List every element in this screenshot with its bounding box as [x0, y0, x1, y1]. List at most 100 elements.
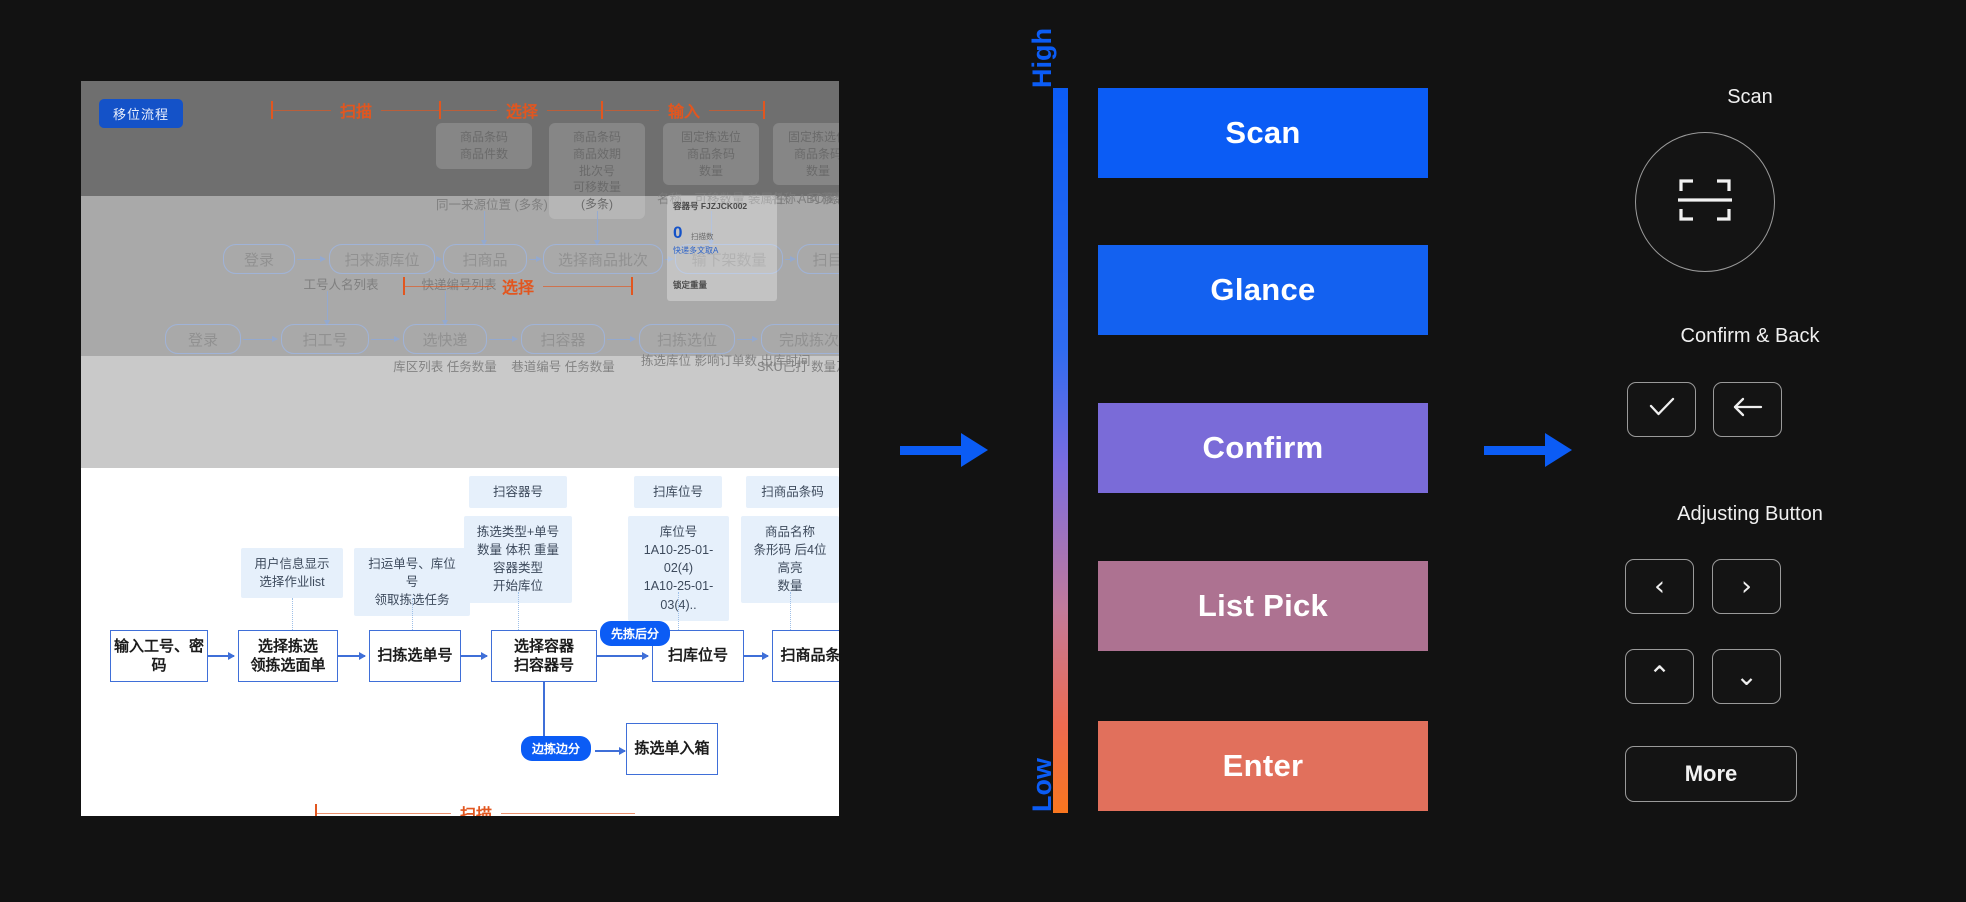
ruler-dash [605, 109, 659, 111]
legend-group-confirm-back: Confirm & Back [1595, 325, 1905, 348]
inline-card-count: 0 [673, 223, 683, 242]
ghost-node: 登录 [165, 324, 241, 354]
ghost-arrow [489, 334, 518, 344]
adjust-up-button[interactable]: ⌃ [1625, 649, 1694, 704]
ruler-tick [439, 101, 442, 119]
ghost-arrow [371, 334, 400, 344]
process-tag-badge: 移位流程 [99, 99, 184, 128]
flow-dotted-connector [678, 592, 679, 630]
ghost-node: 扫商品 [443, 244, 527, 274]
priority-item-enter[interactable]: Enter [1098, 721, 1428, 811]
faded-band-lower [81, 356, 839, 468]
flow-badge-first-pick: 先拣后分 [600, 621, 671, 646]
more-button[interactable]: More [1625, 746, 1797, 802]
scan-button[interactable] [1635, 132, 1775, 272]
flow-box: 扫拣选单号 [369, 630, 461, 682]
adjust-left-button[interactable]: ‹ [1625, 559, 1694, 614]
flow-dotted-connector [518, 592, 519, 630]
flow-branch-line [543, 682, 545, 748]
flowchart-screenshot-panel: 移位流程 扫描 选择 输入 商品条码 商品件数 商品条码 商品效期 批次号 可移… [81, 81, 839, 816]
priority-item-list-pick[interactable]: List Pick [1098, 561, 1428, 651]
ghost-arrow [785, 254, 796, 264]
check-icon [1649, 397, 1675, 422]
flow-dotted-connector [790, 592, 791, 630]
adjust-right-button[interactable]: › [1712, 559, 1781, 614]
ruler-dash [543, 285, 632, 287]
flow-note: 扫库位号 [634, 476, 722, 509]
ruler-dash [405, 285, 493, 287]
chevron-up-icon: ⌃ [1648, 661, 1671, 692]
ghost-node: 扫目标库位 [797, 244, 839, 274]
ghost-node: 扫容器 [521, 324, 605, 354]
legend-title-adjusting-button: Adjusting Button [1677, 503, 1823, 525]
flow-box: 选择容器 扫容器号 [491, 630, 597, 682]
phase-ruler-bottom-scan: 扫描 [315, 804, 636, 816]
scan-frame-icon [1677, 175, 1733, 230]
ruler-dash [317, 812, 451, 814]
ghost-arrow [529, 254, 542, 264]
ghost-inline-card: 容器号 FJZJCK002 0 扫描数 快递多文取A 锁定重量 [667, 195, 777, 301]
adjust-down-button[interactable]: ⌄ [1712, 649, 1781, 704]
ruler-dash [443, 109, 497, 111]
ghost-chip: 商品条码 商品效期 批次号 可移数量 (多条) [549, 123, 645, 219]
ghost-down-arrow [592, 211, 602, 246]
ghost-node: 输下架数量 [675, 244, 783, 274]
ghost-note: 拣选库位 影响订单数 出库时间 [641, 354, 811, 368]
ghost-down-arrow [440, 291, 450, 326]
ghost-node: 扫工号 [281, 324, 369, 354]
phase-ruler-select: 选择 [443, 101, 604, 121]
flow-arrow-center-to-right [1484, 433, 1572, 467]
faded-band-middle [81, 196, 839, 356]
priority-gradient-bar [1053, 88, 1068, 813]
chevron-right-icon: › [1741, 571, 1752, 602]
phase-label-enter: 输入 [668, 104, 701, 121]
confirm-button[interactable] [1627, 382, 1696, 437]
phase-label-mid-select: 选择 [502, 280, 535, 297]
ghost-node: 选择商品批次 [543, 244, 663, 274]
flow-arrow [744, 652, 769, 659]
inline-card-line3: 锁定重量 [673, 280, 708, 290]
faded-band-top [81, 81, 839, 196]
priority-item-glance[interactable]: Glance [1098, 245, 1428, 335]
flow-arrow [597, 652, 649, 659]
priority-label-low: Low [1027, 758, 1057, 812]
ghost-chip: 商品条码 商品件数 [436, 123, 532, 169]
ghost-arrow [297, 254, 326, 264]
ruler-tick [271, 101, 273, 119]
flow-note: 用户信息显示 选择作业list [241, 548, 343, 599]
legend-group-scan: Scan [1595, 86, 1905, 109]
flow-box: 拣选单入箱 [626, 723, 718, 775]
flow-box: 扫商品条码 [772, 630, 839, 682]
ghost-node: 选快递 [403, 324, 487, 354]
ghost-subnote: 同一来源位置 (多条) [436, 198, 548, 212]
ghost-arrow [607, 334, 636, 344]
ruler-dash [501, 812, 636, 814]
ghost-subnote: 名称、可移数量 装属性、ABC属性 [771, 192, 839, 206]
phase-label-bottom-scan: 扫描 [460, 807, 493, 816]
ruler-dash [381, 109, 440, 111]
ghost-chip: 固定拣选位 商品条码 数量 [663, 123, 759, 186]
ruler-tick [315, 804, 317, 816]
flow-dotted-connector [292, 598, 293, 630]
priority-item-confirm[interactable]: Confirm [1098, 403, 1428, 493]
flow-dotted-connector [412, 598, 413, 630]
inline-card-container-no: 容器号 FJZJCK002 [673, 201, 748, 211]
ghost-down-arrow [322, 291, 332, 326]
chevron-left-icon: ‹ [1654, 571, 1665, 602]
chevron-down-icon: ⌄ [1735, 661, 1758, 692]
back-button[interactable] [1713, 382, 1782, 437]
flowchart-white-area: 扫容器号 扫库位号 扫商品条码 拣选类型+单号 数量 体积 重量 容器类型 开始… [81, 468, 839, 816]
phase-ruler-scan: 扫描 [271, 101, 442, 121]
flow-arrow [338, 652, 366, 659]
inline-card-count-note: 扫描数 [691, 232, 714, 241]
flow-arrow [595, 747, 626, 754]
ruler-dash [547, 109, 602, 111]
ruler-dash [709, 109, 764, 111]
ghost-note: 工号人名列表 [303, 278, 379, 292]
ghost-note: 快递编号列表 [421, 278, 497, 292]
ghost-arrow [737, 334, 758, 344]
flow-box: 选择拣选 领拣选面单 [238, 630, 338, 682]
flow-note: 商品名称 条形码 后4位高亮 数量 [741, 516, 839, 603]
priority-item-scan[interactable]: Scan [1098, 88, 1428, 178]
